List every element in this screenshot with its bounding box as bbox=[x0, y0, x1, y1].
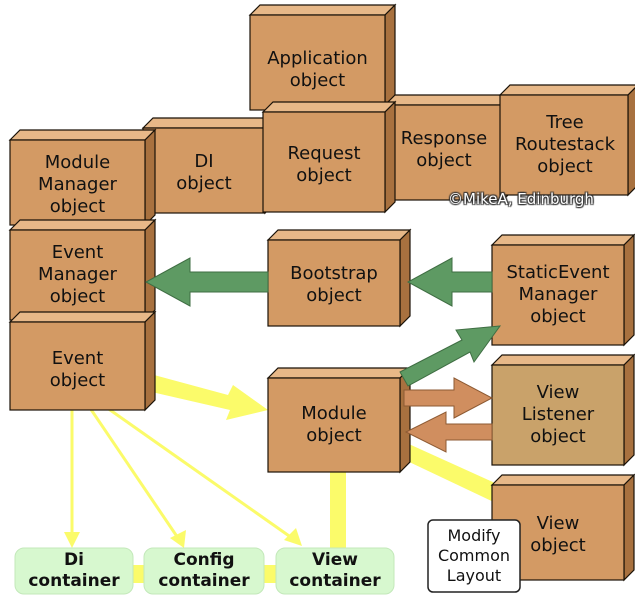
note-shape bbox=[427, 519, 521, 593]
request-object: Request object bbox=[287, 143, 361, 186]
application-box bbox=[248, 3, 397, 112]
band-module-to-viewcontainer bbox=[330, 470, 346, 550]
arrow-module-to-viewlistener bbox=[403, 377, 494, 419]
di-object: DI object bbox=[176, 150, 232, 194]
event-manager-object: Event Manager object bbox=[38, 242, 117, 307]
arrow-module-to-staticevent bbox=[399, 325, 502, 387]
di-container-shape bbox=[14, 547, 134, 595]
arrow-viewlistener-to-module bbox=[404, 411, 493, 453]
view-listener-box bbox=[490, 353, 635, 467]
view-object: View object bbox=[530, 513, 586, 556]
config-container-shape bbox=[143, 547, 265, 595]
application-object: Application object bbox=[267, 48, 368, 91]
bootstrap-object: Bootstrap object bbox=[290, 263, 378, 306]
bootstrap-box bbox=[266, 228, 412, 328]
module-box bbox=[266, 366, 412, 474]
static-event-manager-box bbox=[490, 233, 635, 347]
module-object: Module object bbox=[301, 403, 367, 446]
thin-yellow-arrows bbox=[70, 403, 293, 540]
arrow-module-to-view bbox=[400, 440, 506, 505]
static-event-manager-object: StaticEvent Manager object bbox=[506, 262, 610, 327]
tree-routestack-box bbox=[498, 84, 635, 197]
request-box bbox=[261, 100, 397, 214]
module-manager-box bbox=[8, 128, 157, 227]
copyright-credit: ©MikeA, Edinburgh bbox=[448, 190, 594, 208]
modify-common-layout-note: Modify Common Layout bbox=[437, 526, 511, 585]
arrow-staticevent-to-bootstrap bbox=[406, 257, 493, 307]
boxes-layer bbox=[8, 3, 635, 582]
view-listener-object: View Listener object bbox=[521, 382, 595, 447]
event-object: Event object bbox=[49, 348, 106, 391]
tree-routestack-object: Tree Routestack object bbox=[514, 112, 616, 177]
view-container-shape bbox=[275, 547, 395, 595]
arrow-event-to-module bbox=[143, 372, 268, 420]
di-container: Di container bbox=[28, 550, 120, 591]
di-box bbox=[141, 116, 277, 215]
response-object: Response object bbox=[400, 128, 488, 171]
event-box bbox=[8, 310, 157, 412]
containers-layer bbox=[14, 547, 395, 595]
event-manager-box bbox=[8, 218, 157, 322]
orange-arrows bbox=[403, 377, 494, 453]
module-manager-object: Module Manager object bbox=[38, 152, 117, 217]
green-arrows bbox=[144, 257, 502, 387]
arrow-bootstrap-to-eventmanager bbox=[144, 257, 269, 307]
config-container: Config container bbox=[158, 550, 250, 591]
view-container: View container bbox=[289, 550, 381, 591]
thin-yellow-arrowheads bbox=[64, 528, 302, 548]
